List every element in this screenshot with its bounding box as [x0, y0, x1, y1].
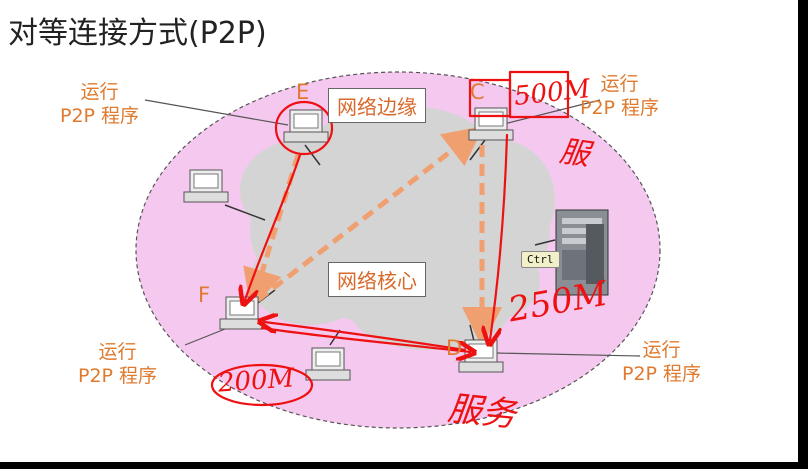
run-line2: P2P 程序	[78, 365, 158, 387]
red-arrow-d-f	[264, 322, 467, 352]
host-d	[458, 339, 504, 373]
node-c-letter: C	[470, 80, 485, 104]
slide-title: 对等连接方式(P2P)	[8, 16, 267, 51]
red-arrow-f-d	[260, 326, 470, 352]
run-line1: 运行	[600, 73, 639, 95]
network-diagram	[135, 70, 661, 429]
note-200m: 200M	[217, 363, 296, 399]
ctrl-badge[interactable]: Ctrl	[521, 251, 560, 268]
host-e	[283, 109, 329, 143]
run-p2p-label-bottomright: 运行 P2P 程序	[622, 338, 701, 386]
host-bottom	[305, 347, 351, 381]
run-line2: P2P 程序	[60, 105, 140, 127]
note-c-fu: 服	[557, 134, 592, 173]
run-line1: 运行	[98, 341, 137, 363]
node-f-letter: F	[198, 283, 211, 307]
node-e-letter: E	[296, 80, 310, 104]
red-circle-200m	[210, 363, 314, 407]
run-p2p-label-topright: 运行 P2P 程序	[580, 72, 659, 120]
red-arrow-e-f	[245, 153, 302, 300]
note-d-fuwu: 服务	[445, 388, 518, 436]
node-d-letter: D	[446, 336, 463, 360]
arrow-f-c	[256, 125, 484, 302]
core-label-box: 网络核心	[328, 262, 426, 297]
edge-label-box: 网络边缘	[328, 88, 426, 123]
run-p2p-label-bottomleft: 运行 P2P 程序	[78, 340, 157, 388]
run-line1: 运行	[642, 339, 681, 361]
server-tower	[555, 209, 609, 296]
host-f	[219, 296, 265, 330]
run-line2: P2P 程序	[622, 363, 702, 385]
run-line1: 运行	[80, 81, 119, 103]
red-ink-annotations	[210, 70, 570, 407]
red-circle-e	[274, 100, 334, 156]
host-left	[183, 169, 229, 203]
red-arrow-c-d	[490, 133, 509, 340]
core-cloud	[240, 105, 555, 350]
slide: 对等连接方式(P2P)	[0, 0, 800, 462]
run-p2p-label-topleft: 运行 P2P 程序	[60, 80, 139, 128]
run-line2: P2P 程序	[580, 97, 660, 119]
